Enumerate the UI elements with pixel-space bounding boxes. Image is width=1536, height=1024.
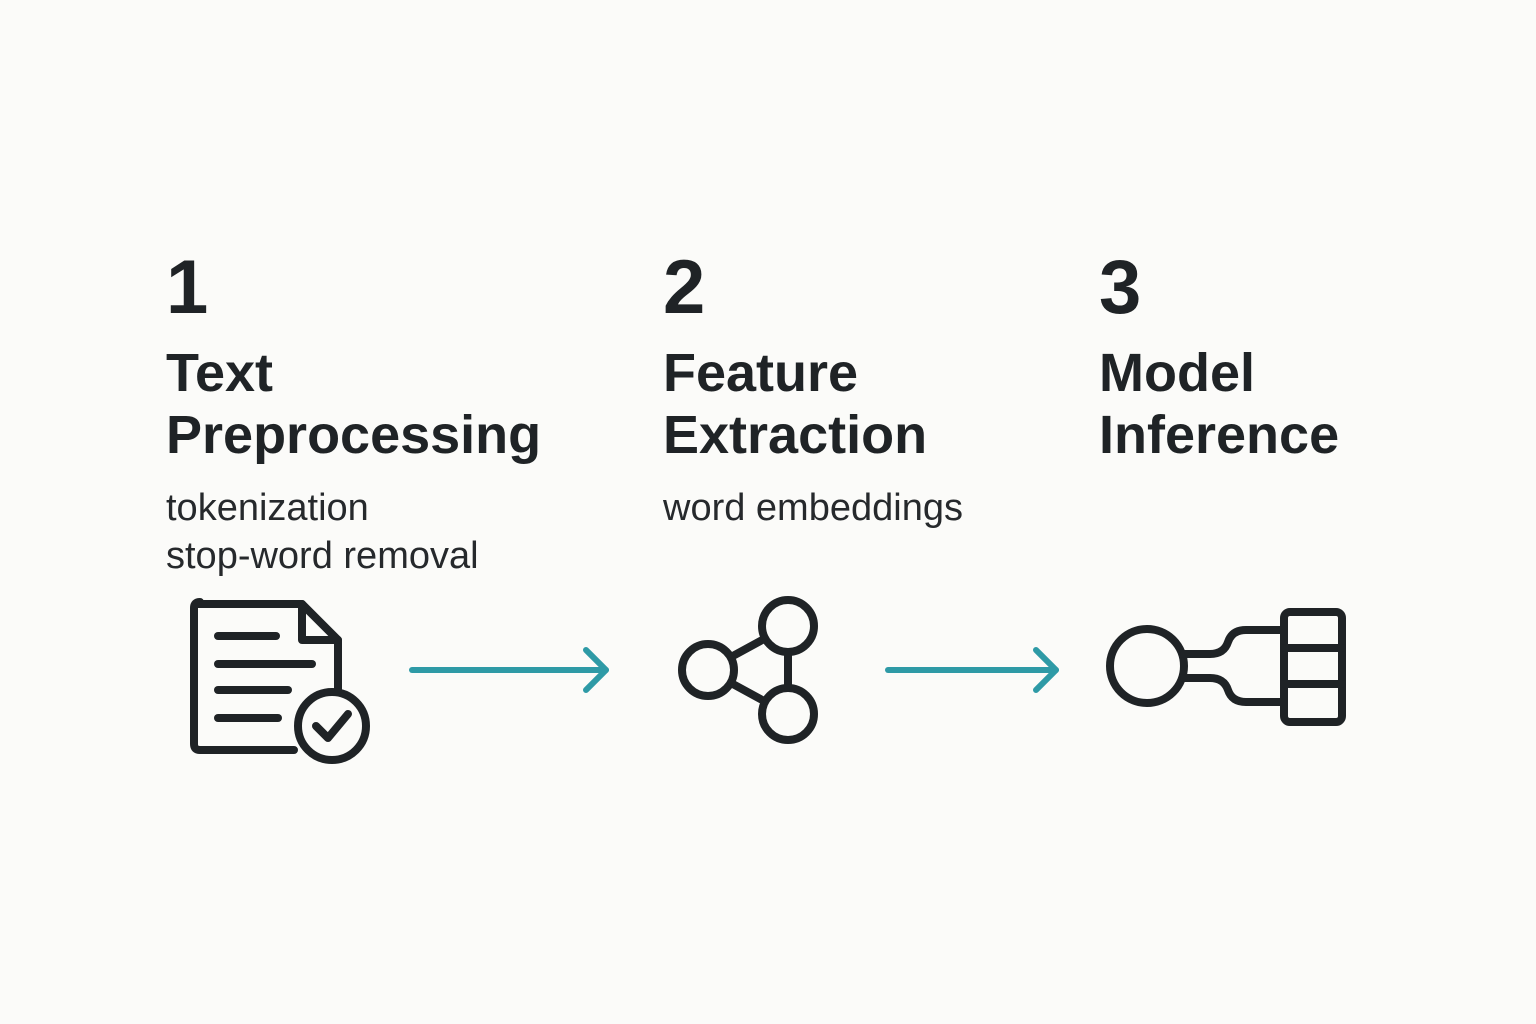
step-title-line-2: Extraction bbox=[663, 405, 928, 465]
step-description: tokenization stop-word removal bbox=[166, 484, 541, 580]
step-description: word embeddings bbox=[663, 484, 963, 532]
step-title: Feature Extraction bbox=[663, 342, 963, 466]
step-number: 2 bbox=[663, 245, 707, 330]
arrow-right-icon bbox=[409, 647, 609, 693]
arrow-right-icon bbox=[885, 647, 1059, 693]
step-title-line-1: Model bbox=[1099, 343, 1255, 403]
step-title-line-1: Feature bbox=[663, 343, 859, 403]
step-description-item: stop-word removal bbox=[166, 535, 479, 577]
document-check-icon bbox=[190, 598, 370, 764]
step-title-line-2: Preprocessing bbox=[166, 405, 542, 465]
step-title-line-1: Text bbox=[166, 343, 274, 403]
model-network-icon bbox=[1106, 608, 1346, 726]
step-description-item: word embeddings bbox=[663, 487, 963, 529]
step-text-preprocessing: 1 Text Preprocessing tokenization stop-w… bbox=[166, 248, 541, 580]
step-number: 1 bbox=[166, 245, 210, 330]
step-description-item: tokenization bbox=[166, 487, 369, 529]
step-number: 3 bbox=[1099, 245, 1143, 330]
step-title-line-2: Inference bbox=[1099, 405, 1340, 465]
step-feature-extraction: 2 Feature Extraction word embeddings bbox=[663, 248, 963, 532]
step-title: Model Inference bbox=[1099, 342, 1339, 466]
step-title: Text Preprocessing bbox=[166, 342, 541, 466]
step-model-inference: 3 Model Inference bbox=[1099, 248, 1339, 466]
graph-nodes-icon bbox=[678, 596, 818, 744]
